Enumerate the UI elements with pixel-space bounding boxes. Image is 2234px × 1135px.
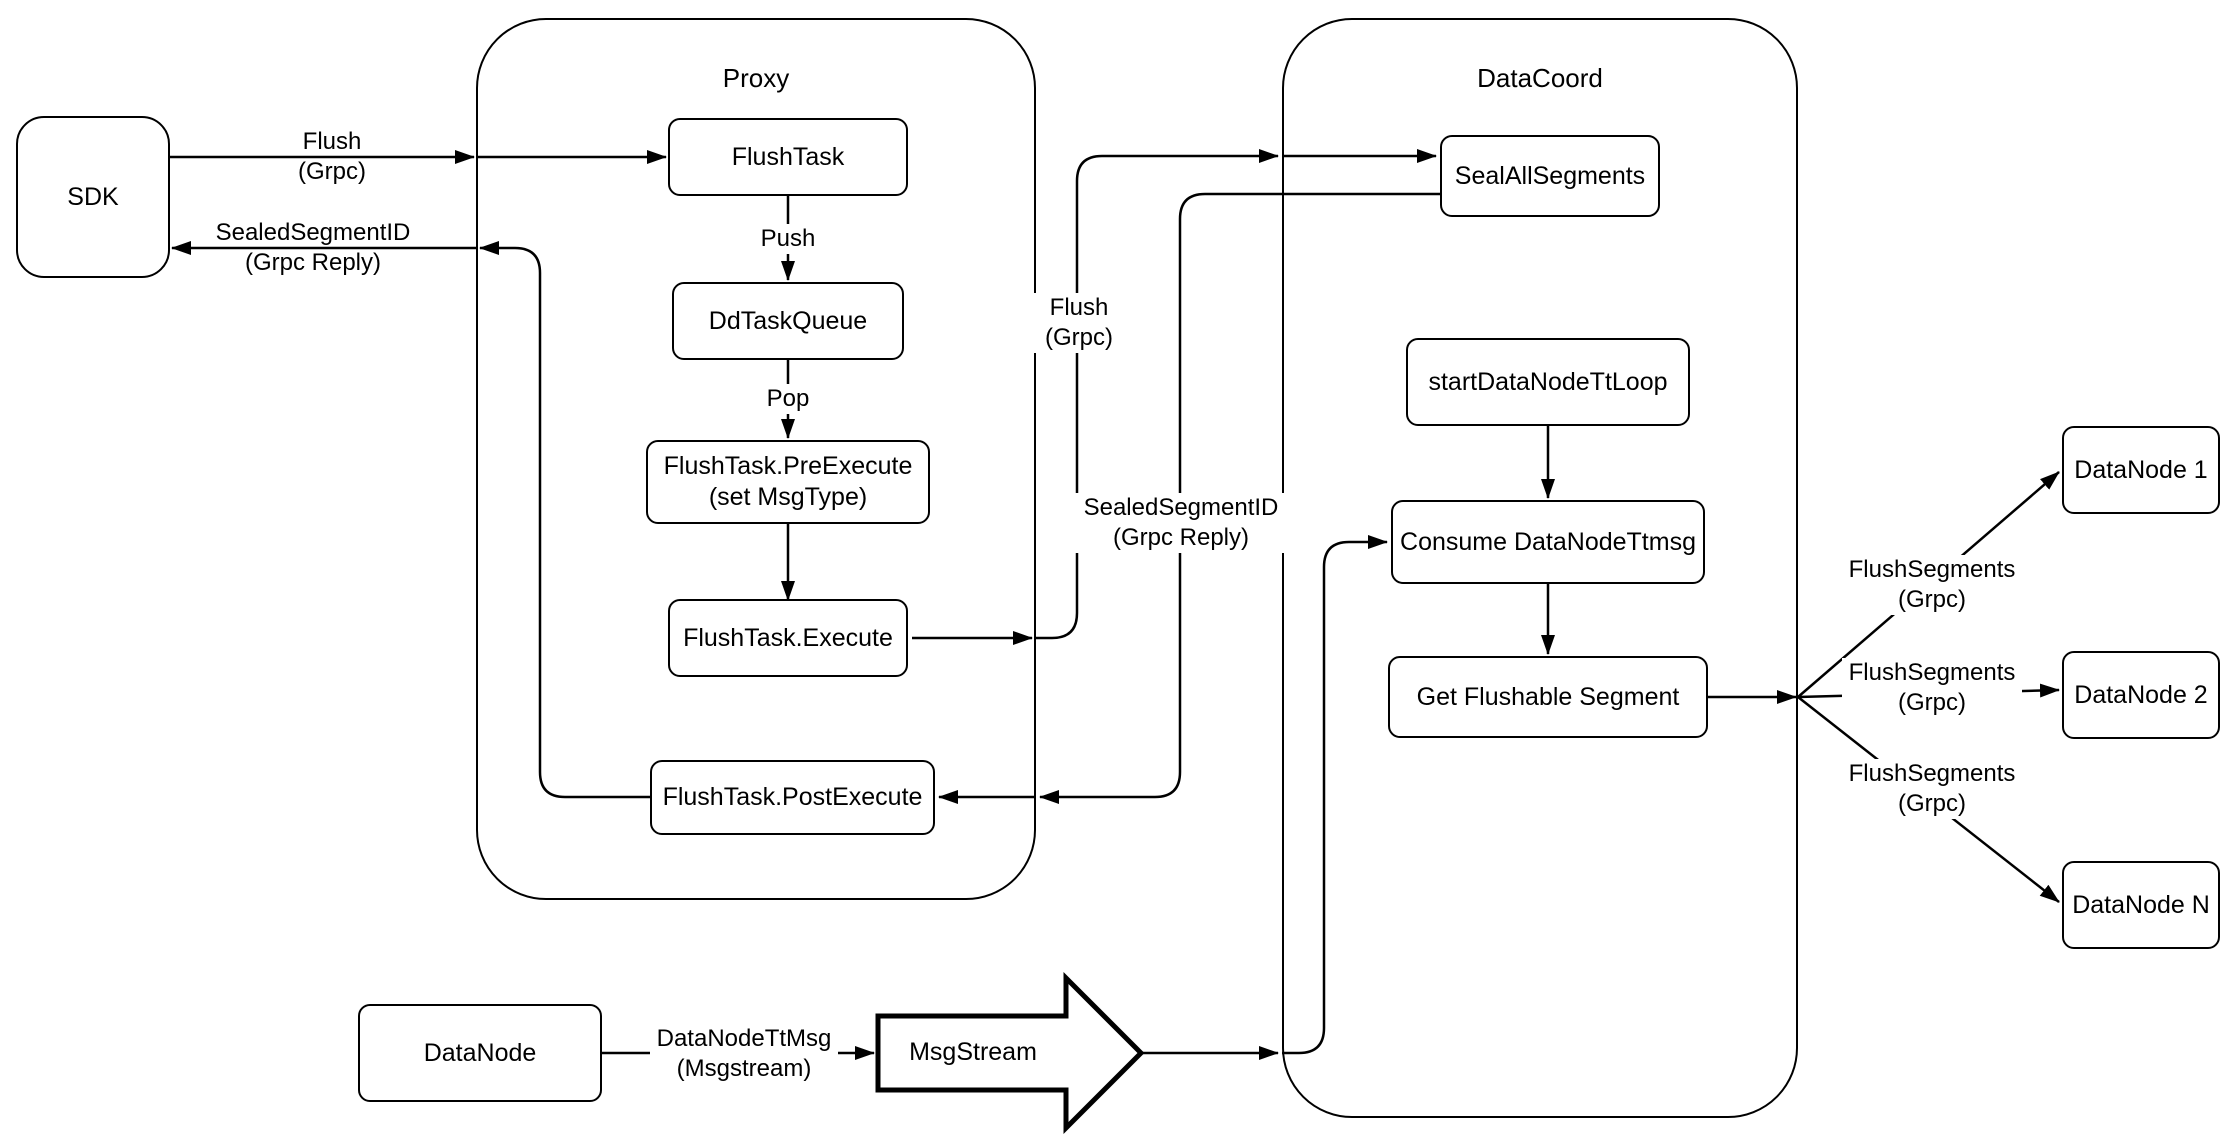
edge-label-flushsegments-3-line2: (Grpc) xyxy=(1898,790,1966,817)
edge-label-flush-sdk-line1: Flush xyxy=(302,128,362,155)
edge-label-flush-mid: Flush (Grpc) xyxy=(1024,293,1134,353)
edge-flush-to-datacoord-edge xyxy=(1036,149,1279,640)
edge-label-flush-sdk-line2: (Grpc) xyxy=(298,158,366,185)
proxy-container xyxy=(476,18,1036,900)
datacoord-container-title: DataCoord xyxy=(1477,63,1603,93)
edge-label-sealed-sdk-line2: (Grpc Reply) xyxy=(244,249,382,276)
node-ddtaskqueue: DdTaskQueue xyxy=(672,282,904,360)
edge-label-flushsegments-1-line1: FlushSegments xyxy=(1848,556,2016,583)
node-preexecute-line1: FlushTask.PreExecute xyxy=(663,452,913,480)
node-sdk: SDK xyxy=(16,116,170,278)
node-preexecute-line2: (set MsgType) xyxy=(708,483,868,511)
node-datanoden-label: DataNode N xyxy=(2072,890,2210,919)
node-ddtaskqueue-label: DdTaskQueue xyxy=(708,306,868,335)
edge-label-flushsegments-1: FlushSegments (Grpc) xyxy=(1842,555,2022,615)
node-startdatanodettloop: startDataNodeTtLoop xyxy=(1406,338,1690,426)
datacoord-container xyxy=(1282,18,1798,1118)
node-datanode1: DataNode 1 xyxy=(2062,426,2220,514)
node-datanode1-label: DataNode 1 xyxy=(2074,455,2208,484)
node-flushtask-label: FlushTask xyxy=(731,142,845,171)
node-datanoden: DataNode N xyxy=(2062,861,2220,949)
edge-msgstream-to-consume xyxy=(1282,535,1388,1055)
node-consumedatanodettmsg: Consume DataNodeTtmsg xyxy=(1391,500,1705,584)
edge-label-sealed-mid-line2: (Grpc Reply) xyxy=(1112,524,1250,551)
edge-label-sealed-sdk: SealedSegmentID (Grpc Reply) xyxy=(203,218,423,278)
edge-label-flush-mid-line1: Flush xyxy=(1049,294,1109,321)
node-datanode2-label: DataNode 2 xyxy=(2074,680,2208,709)
edge-label-datanodettmsg-line1: DataNodeTtMsg xyxy=(656,1025,832,1052)
edge-reply-postexecute-to-proxy-edge xyxy=(479,241,650,799)
edge-label-flush-sdk: Flush (Grpc) xyxy=(262,127,402,187)
edge-label-push: Push xyxy=(748,224,828,254)
edge-label-sealed-sdk-line1: SealedSegmentID xyxy=(215,219,411,246)
msgstream-arrow-shape xyxy=(875,971,1145,1135)
node-sealallsegments: SealAllSegments xyxy=(1440,135,1660,217)
node-postexecute: FlushTask.PostExecute xyxy=(650,760,935,835)
edge-label-sealed-mid-line1: SealedSegmentID xyxy=(1083,494,1279,521)
edge-label-datanodettmsg-line2: (Msgstream) xyxy=(676,1055,812,1082)
node-getflushablesegment-label: Get Flushable Segment xyxy=(1416,682,1680,711)
proxy-container-title: Proxy xyxy=(722,63,790,93)
edge-label-flushsegments-2-line1: FlushSegments xyxy=(1848,659,2016,686)
node-preexecute: FlushTask.PreExecute (set MsgType) xyxy=(646,440,930,524)
edge-label-push-text: Push xyxy=(760,225,816,252)
node-sealallsegments-label: SealAllSegments xyxy=(1454,161,1646,190)
edge-label-sealed-mid: SealedSegmentID (Grpc Reply) xyxy=(1066,493,1296,553)
edge-label-datanodettmsg: DataNodeTtMsg (Msgstream) xyxy=(650,1024,838,1084)
edge-label-flushsegments-2-line2: (Grpc) xyxy=(1898,689,1966,716)
node-startdatanodettloop-label: startDataNodeTtLoop xyxy=(1428,367,1668,396)
edge-label-flushsegments-1-line2: (Grpc) xyxy=(1898,586,1966,613)
node-sdk-label: SDK xyxy=(67,182,119,211)
node-execute: FlushTask.Execute xyxy=(668,599,908,677)
edge-label-flush-mid-line2: (Grpc) xyxy=(1045,324,1113,351)
node-datanode2: DataNode 2 xyxy=(2062,651,2220,739)
node-datanode-bottom-label: DataNode xyxy=(423,1038,537,1067)
node-flushtask: FlushTask xyxy=(668,118,908,196)
edge-label-pop-text: Pop xyxy=(766,385,810,412)
edge-label-flushsegments-2: FlushSegments (Grpc) xyxy=(1842,658,2022,718)
node-consumedatanodettmsg-label: Consume DataNodeTtmsg xyxy=(1400,527,1696,556)
node-postexecute-label: FlushTask.PostExecute xyxy=(662,783,923,811)
edge-label-flushsegments-3-line1: FlushSegments xyxy=(1848,760,2016,787)
msgstream-arrow-label: MsgStream xyxy=(909,1038,1037,1066)
edge-label-flushsegments-3: FlushSegments (Grpc) xyxy=(1842,759,2022,819)
node-datanode-bottom: DataNode xyxy=(358,1004,602,1102)
node-getflushablesegment: Get Flushable Segment xyxy=(1388,656,1708,738)
node-execute-label: FlushTask.Execute xyxy=(683,623,893,652)
edge-label-pop: Pop xyxy=(750,384,826,414)
